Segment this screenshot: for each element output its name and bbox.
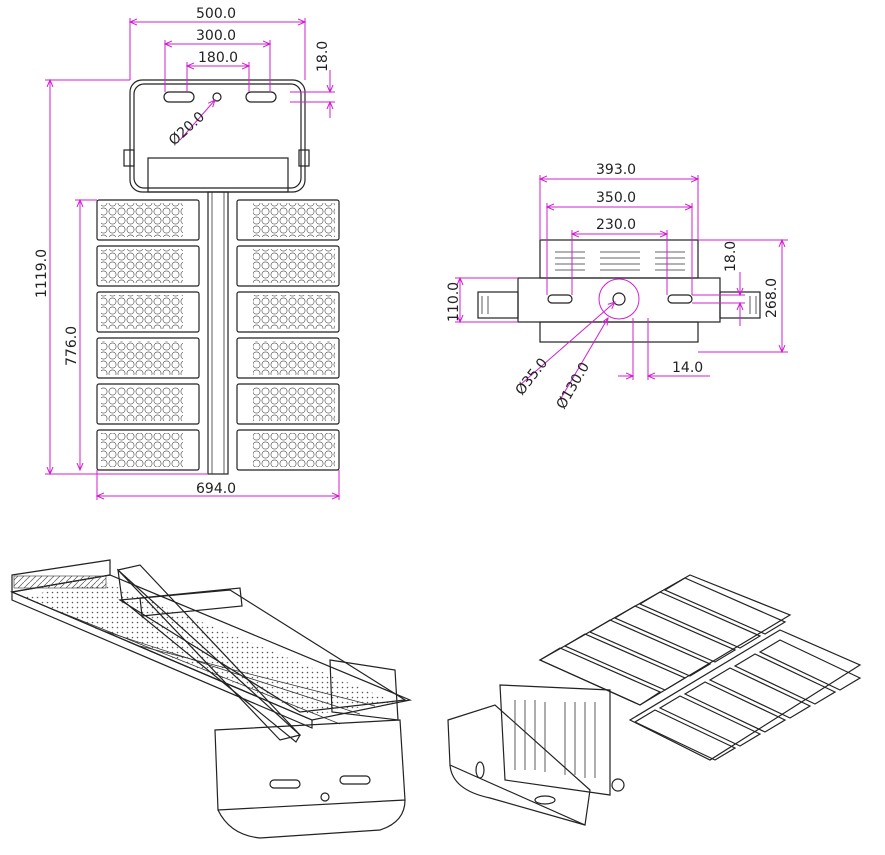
- dim-side-width-outer: 393.0: [596, 162, 636, 178]
- pivot-hole-large: [598, 278, 640, 320]
- dim-side-overall-height: 268.0: [764, 278, 780, 318]
- dim-hole-large: Ø130.0: [554, 360, 593, 412]
- dim-slot-height: 18.0: [315, 41, 331, 72]
- dim-module-height: 776.0: [64, 326, 80, 366]
- dim-side-slot-height: 18.0: [723, 241, 739, 272]
- dim-overall-width: 694.0: [196, 481, 236, 497]
- dim-width-top: 500.0: [196, 6, 236, 22]
- front-view: 500.0 300.0 180.0 18.0 Ø20.0 1119.0 776.…: [34, 6, 339, 500]
- isometric-view-front: [9, 559, 413, 839]
- dim-side-width-mid: 350.0: [596, 190, 636, 206]
- isometric-view-rear: [447, 574, 862, 826]
- dim-hole-dia: Ø20.0: [166, 109, 208, 149]
- pivot-hole-small: [612, 292, 626, 306]
- led-modules-right: [236, 199, 340, 471]
- dim-overall-height: 1119.0: [34, 249, 50, 298]
- side-view: 393.0 350.0 230.0 18.0 268.0 110.0 Ø35.0…: [446, 162, 788, 412]
- dim-hole-small: Ø35.0: [513, 355, 552, 398]
- bracket-rear: [447, 704, 591, 826]
- dim-slot-span: 300.0: [196, 28, 236, 44]
- dim-bracket-height: 110.0: [446, 282, 462, 322]
- bracket-slot-left: [163, 91, 195, 103]
- heat-sink-top: [539, 239, 699, 279]
- central-spine: [207, 191, 229, 475]
- dim-side-width-inner: 230.0: [596, 217, 636, 233]
- mounting-bracket: [129, 79, 306, 193]
- dim-offset: 14.0: [672, 360, 703, 376]
- led-modules-left: [96, 199, 200, 471]
- dim-slot-inner: 180.0: [198, 50, 238, 66]
- bracket-3d: [214, 719, 406, 811]
- end-cap-left: [477, 291, 519, 319]
- bracket-slot-right: [245, 91, 277, 103]
- bracket-hole: [212, 92, 222, 102]
- driver-box: [499, 684, 611, 796]
